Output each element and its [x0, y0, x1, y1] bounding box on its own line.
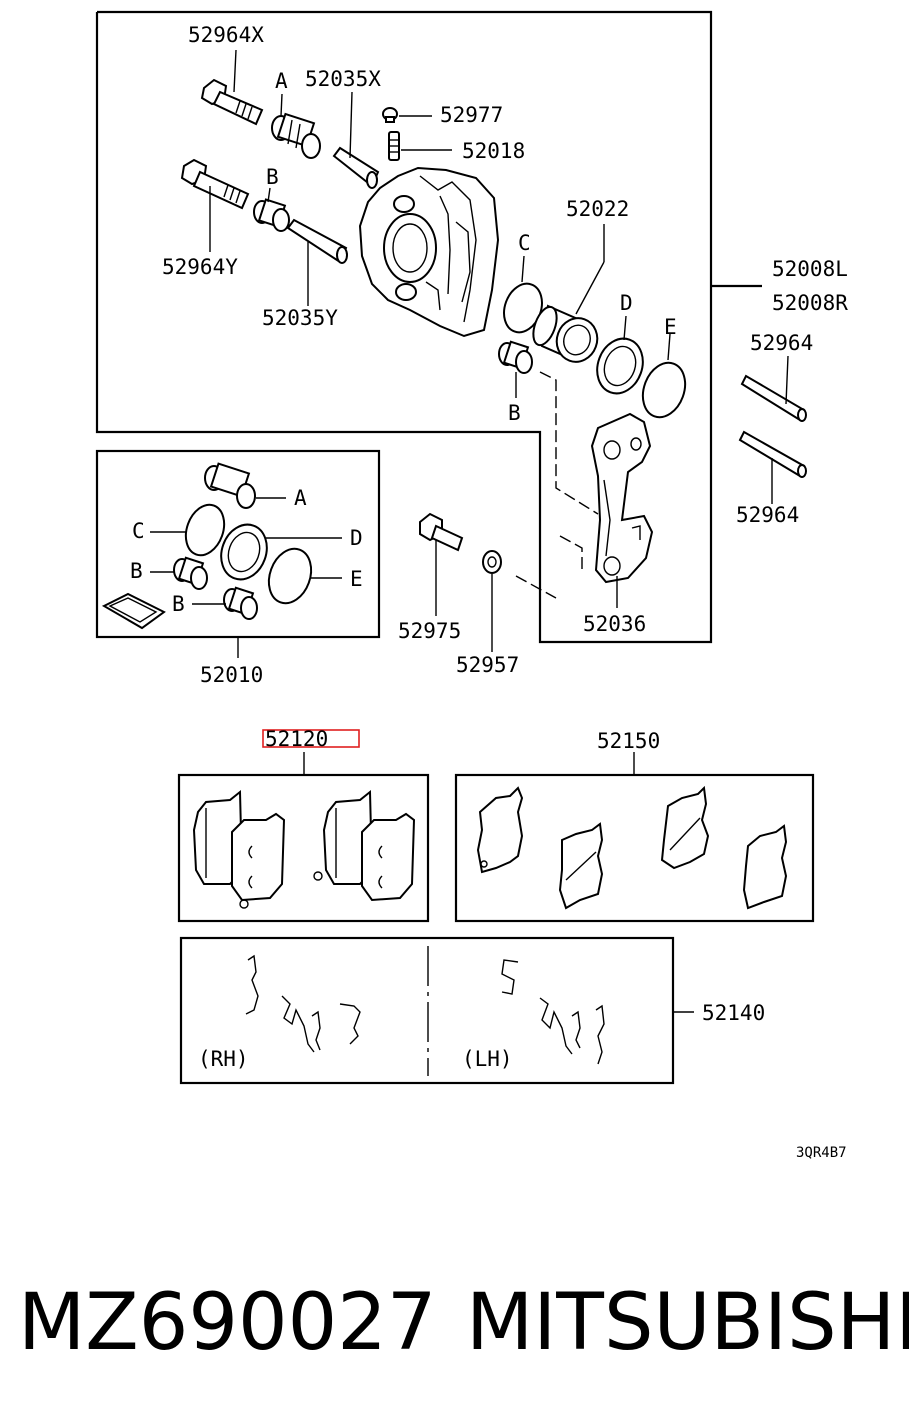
leader-line	[349, 91, 353, 159]
label-52035x: 52035X	[305, 67, 381, 91]
label-52140: 52140	[702, 1001, 765, 1025]
label-d: D	[620, 291, 633, 315]
label-52035y: 52035Y	[262, 306, 338, 330]
label-52008r: 52008R	[772, 291, 848, 315]
caliper-assembly-frame	[95, 10, 713, 644]
label-52977: 52977	[440, 103, 503, 127]
leader-line	[667, 333, 671, 361]
shim-icon	[742, 824, 788, 910]
assembly-guide-line	[515, 575, 557, 599]
leader-line	[267, 187, 271, 203]
label-a: A	[294, 486, 307, 510]
label-lh: (LH)	[462, 1047, 513, 1071]
shim-icon	[558, 822, 604, 910]
boot-b-icon	[498, 340, 533, 374]
guide-pin-icon	[332, 146, 380, 189]
label-52120: 52120	[265, 727, 328, 751]
bolt-icon	[200, 78, 264, 126]
label-52964x: 52964X	[188, 23, 264, 47]
assembly-guide-line	[559, 535, 583, 572]
clip-icon	[501, 959, 605, 1065]
leader-line	[785, 355, 789, 405]
clip-icon	[245, 954, 361, 1053]
pin-icon	[738, 430, 807, 478]
part-number-highlight	[262, 729, 360, 748]
dust-boot-icon	[596, 337, 644, 395]
leader-line	[623, 315, 627, 341]
label-52964y: 52964Y	[162, 255, 238, 279]
brake-pad-icon	[192, 789, 286, 909]
label-52022: 52022	[566, 197, 629, 221]
label-a: A	[275, 69, 288, 93]
label-d: D	[350, 526, 363, 550]
leader-line	[280, 93, 283, 117]
brand-name: MITSUBISHI	[466, 1278, 909, 1368]
boot-b-icon	[253, 198, 290, 232]
ring-icon	[641, 361, 687, 419]
label-b: B	[172, 592, 185, 616]
label-c: C	[518, 231, 531, 255]
leader-line	[233, 49, 237, 93]
shim-icon	[660, 785, 710, 870]
label-52975: 52975	[398, 619, 461, 643]
bleeder-cap-icon	[382, 107, 398, 123]
boot-a-icon	[271, 112, 321, 159]
ring-icon	[267, 547, 313, 605]
guide-pin-icon	[286, 218, 348, 264]
diagram-code: 3QR4B7	[796, 1145, 847, 1161]
dust-boot-icon	[220, 523, 268, 581]
label-b: B	[130, 559, 143, 583]
label-e: E	[350, 567, 363, 591]
bolt-icon	[180, 158, 250, 210]
clip-kit-frame	[179, 936, 675, 1085]
boot-a-icon	[204, 462, 256, 509]
washer-icon	[482, 550, 502, 574]
label-52008l: 52008L	[772, 257, 848, 281]
label-e: E	[664, 315, 677, 339]
assembly-guide-line	[539, 371, 599, 515]
label-52957: 52957	[456, 653, 519, 677]
label-52018: 52018	[462, 139, 525, 163]
grease-pack-icon	[101, 592, 166, 630]
label-52150: 52150	[597, 729, 660, 753]
leader-line	[521, 255, 525, 283]
label-c: C	[132, 519, 145, 543]
bleeder-screw-icon	[388, 131, 400, 161]
label-52036: 52036	[583, 612, 646, 636]
footer: MZ690027 MITSUBISHI	[0, 1268, 909, 1378]
pin-icon	[740, 374, 807, 422]
label-b: B	[266, 165, 279, 189]
boot-b-icon	[223, 586, 258, 620]
caliper-support-icon	[590, 412, 654, 584]
piston-seal-icon	[184, 503, 226, 557]
label-52964-top: 52964	[750, 331, 813, 355]
bolt-icon	[419, 512, 464, 552]
label-52010: 52010	[200, 663, 263, 687]
label-rh: (RH)	[198, 1047, 249, 1071]
shim-icon	[476, 786, 524, 874]
brake-pad-icon	[313, 789, 416, 902]
part-number: MZ690027	[18, 1278, 437, 1368]
label-52964-bottom: 52964	[736, 503, 799, 527]
leader-line	[575, 261, 605, 315]
boot-b-icon	[173, 556, 208, 590]
caliper-body-icon	[358, 166, 500, 338]
piston-icon	[532, 304, 599, 363]
label-b: B	[508, 401, 521, 425]
